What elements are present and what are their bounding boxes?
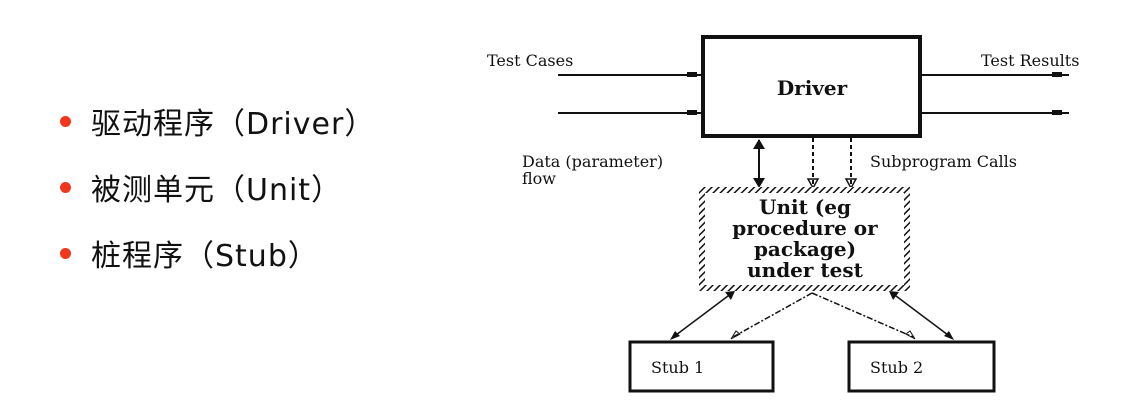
arrow-down-icon (753, 178, 765, 188)
stub1-return-arrow (732, 292, 813, 338)
bullet-label: 被测单元（Unit） (91, 173, 343, 208)
bullet-dot-icon (60, 115, 71, 127)
stub2-box (847, 340, 996, 393)
stub1-label: Stub 1 (651, 358, 704, 377)
unit-to-stub2-arrow (891, 292, 953, 339)
unit-label-line: procedure or (732, 216, 878, 240)
arrow-head-icon (730, 330, 741, 340)
test-results-label: Test Results (981, 51, 1079, 70)
bullet-item-driver: 驱动程序（Driver） (60, 88, 375, 154)
arrow-head-icon (944, 331, 954, 340)
unit-label-line: Unit (eg (759, 195, 851, 219)
arrow-head-icon (687, 110, 697, 115)
arrow-head-icon (725, 291, 735, 300)
arrow-head-icon (1052, 72, 1062, 77)
arrow-up-icon (753, 139, 765, 149)
stub2-return-arrow (811, 292, 914, 338)
driver-box (701, 35, 922, 138)
arrow-head-icon (1052, 110, 1062, 115)
bullet-dot-icon (60, 181, 71, 193)
data-flow-label-2: flow (522, 169, 556, 188)
unit-label-line: package) (754, 237, 856, 261)
arrow-down-icon (844, 178, 858, 190)
bullet-item-stub: 桩程序（Stub） (60, 220, 375, 286)
bullet-list: 驱动程序（Driver） 被测单元（Unit） 桩程序（Stub） (60, 88, 375, 286)
arrow-head-icon (687, 72, 697, 77)
arrow-head-icon (905, 330, 916, 340)
data-flow-label: Data (parameter) (522, 152, 663, 171)
bullet-dot-icon (60, 247, 71, 259)
bullet-item-unit: 被测单元（Unit） (60, 154, 375, 220)
arrow-head-icon (670, 331, 680, 340)
driver-label: Driver (777, 76, 848, 100)
arrow-head-icon (889, 291, 899, 300)
unit-box (705, 193, 904, 285)
unit-label-line: under test (747, 258, 864, 282)
arrow-down-icon (806, 178, 820, 190)
subprogram-calls-label: Subprogram Calls (870, 152, 1017, 171)
bullet-label: 驱动程序（Driver） (91, 107, 376, 142)
unit-to-stub1-arrow (671, 292, 733, 339)
bullet-label: 桩程序（Stub） (91, 239, 319, 274)
stub2-label: Stub 2 (870, 358, 923, 377)
stub1-box (628, 340, 775, 393)
test-cases-label: Test Cases (487, 51, 573, 70)
